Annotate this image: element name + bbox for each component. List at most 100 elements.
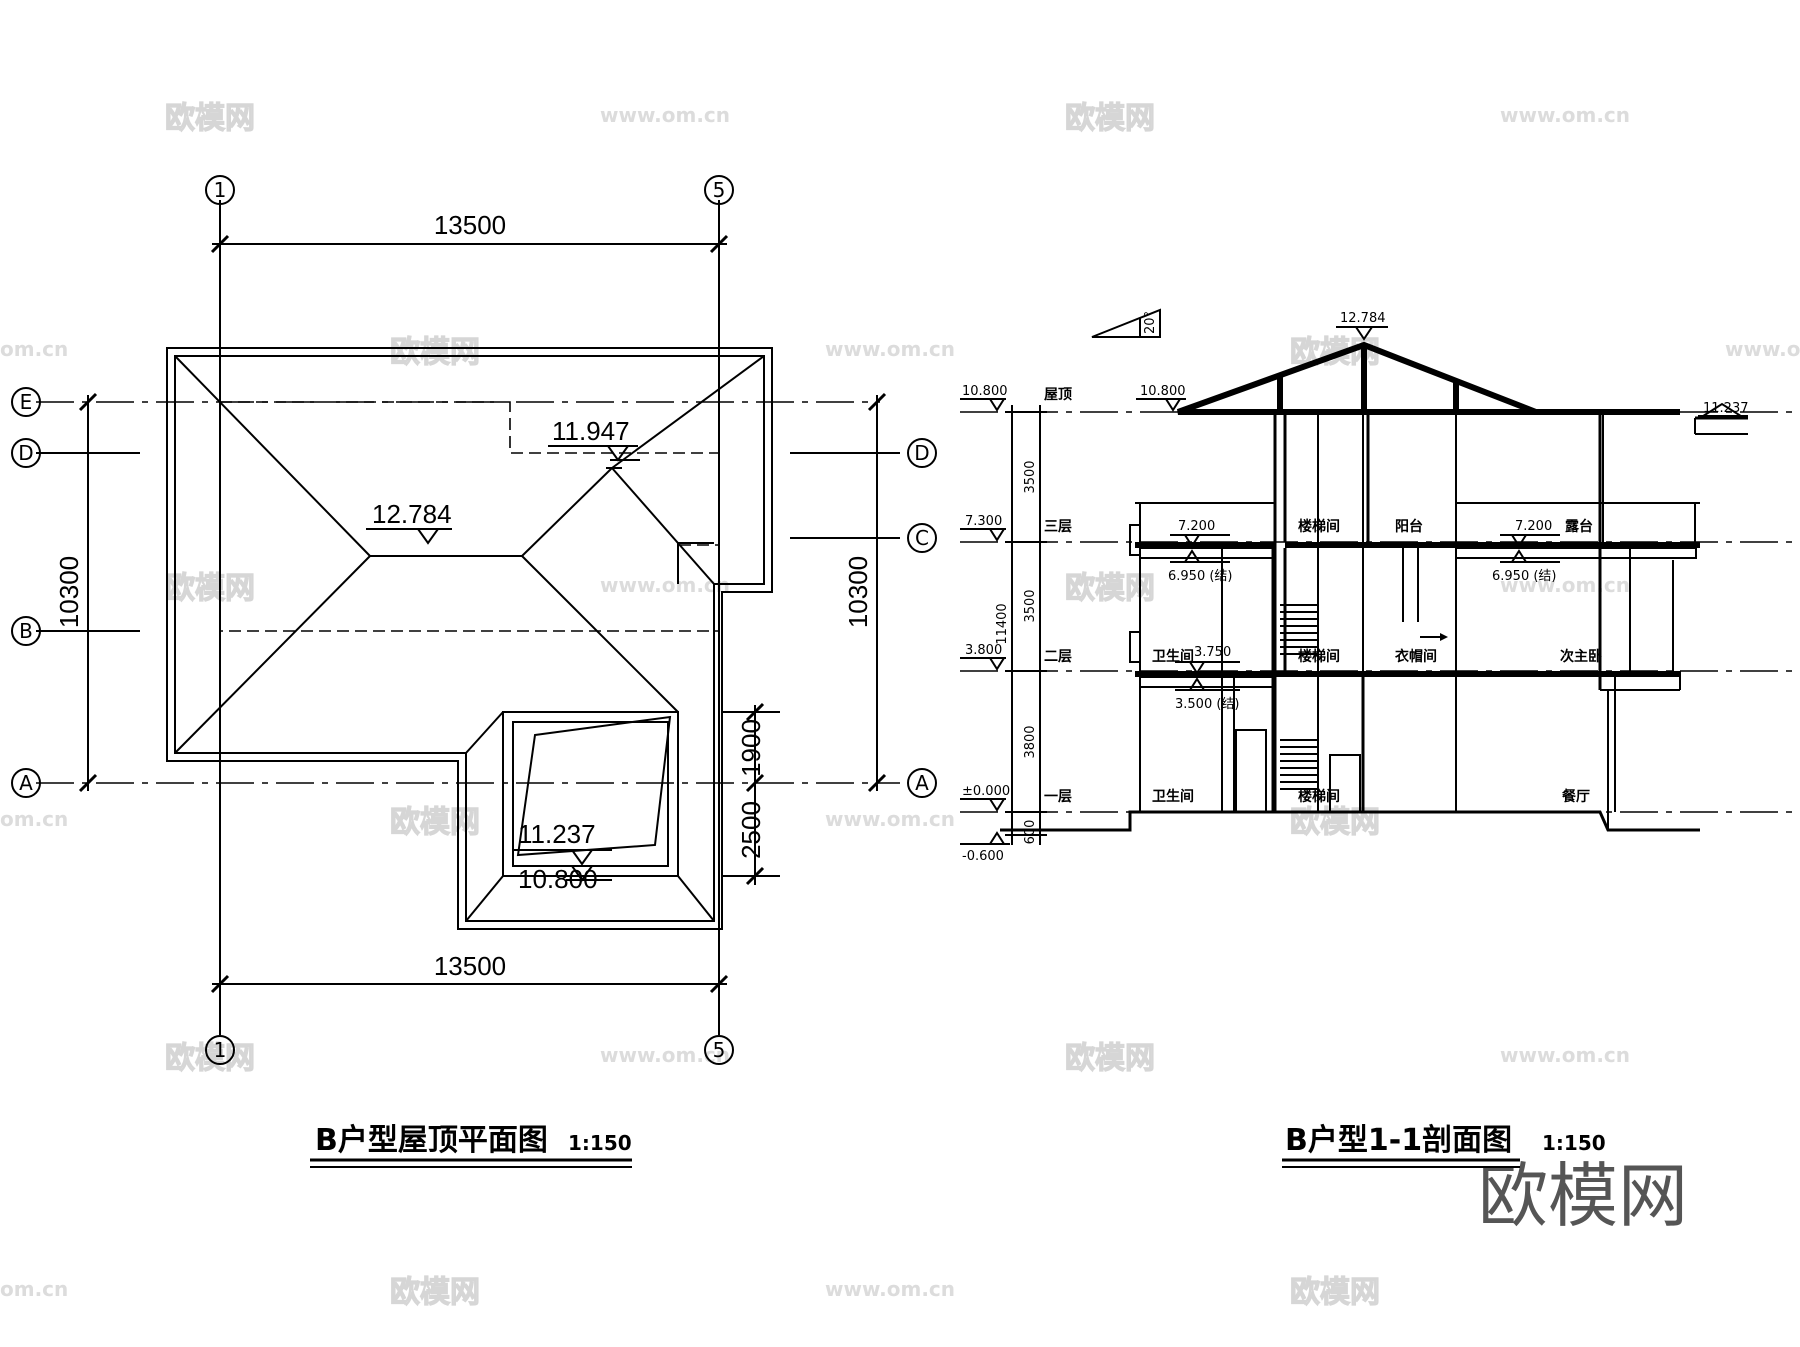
dim-base: 600 xyxy=(1023,820,1038,845)
watermark-logo: 欧模网 xyxy=(390,335,480,370)
axis-bubble-a-left xyxy=(11,768,41,798)
room-stair-2f: 楼梯间 xyxy=(1298,648,1340,665)
slope-angle: 20° xyxy=(1143,311,1158,334)
level-outdoor: -0.600 xyxy=(962,849,1004,864)
axis-label-5-bottom: 5 xyxy=(713,1038,726,1062)
watermark-logo: 欧模网 xyxy=(1290,1275,1380,1310)
dim-bottom: 13500 xyxy=(434,951,506,981)
roof-plan-title-block: B户型屋顶平面图 1:150 xyxy=(310,1123,632,1168)
watermark-url: www.om.cn xyxy=(825,807,955,831)
watermark-logo: 欧模网 xyxy=(1065,571,1155,606)
elevation-lower-roof: 11.237 xyxy=(518,819,596,849)
room-balcony: 阳台 xyxy=(1395,518,1423,535)
level-ridge: 12.784 xyxy=(1340,311,1386,326)
section-title: B户型1-1剖面图 xyxy=(1285,1123,1512,1158)
section-walls xyxy=(1129,412,1700,830)
axis-label-1-top: 1 xyxy=(214,178,227,202)
axis-label-e: E xyxy=(20,390,33,414)
roof-plan-scale: 1:150 xyxy=(568,1131,632,1155)
watermark-layer: 欧模网 欧模网 欧模网 欧模网 欧模网 欧模网 欧模网 欧模网 欧模网 欧模网 … xyxy=(0,100,1800,1310)
watermark-logo: 欧模网 xyxy=(165,101,255,136)
dim-left: 10300 xyxy=(54,556,84,628)
dim-total-height: 11400 xyxy=(995,603,1010,644)
roof-plan-dimensions: 13500 13500 10300 10300 1900 2500 xyxy=(54,210,887,994)
axis-label-a-left: A xyxy=(19,771,33,795)
axis-bubble-b xyxy=(11,616,41,646)
watermark-url: www.om.cn xyxy=(1500,573,1630,597)
room-terrace: 露台 xyxy=(1565,518,1593,535)
dim-lower-floor: 3800 xyxy=(1023,725,1038,758)
watermark-edge: om.cn xyxy=(0,807,68,831)
watermark-edge: om.cn xyxy=(0,337,68,361)
dim-upper-floor: 3500 xyxy=(1023,460,1038,493)
roof-hip-lines xyxy=(174,355,765,754)
room-stair-1f: 楼梯间 xyxy=(1298,788,1340,805)
section-roof: 12.784 10.800 11.237 xyxy=(1136,311,1749,435)
left-level-markers: 10.800 屋顶 7.300 三层 3.800 二层 ±0.000 一层 -0… xyxy=(960,384,1072,864)
floor-label-third: 三层 xyxy=(1044,519,1072,535)
roof-plan-axis-markers: 1 5 1 5 E D B A D C A xyxy=(11,175,937,1065)
axis-label-d-left: D xyxy=(18,441,33,465)
slope-indicator: 20° xyxy=(1091,308,1161,338)
axis-label-c: C xyxy=(915,526,929,550)
stair-upper xyxy=(1280,604,1318,655)
dim-right-upper: 1900 xyxy=(736,719,766,777)
floor-label-first: 一层 xyxy=(1044,789,1072,805)
watermark-logo: 欧模网 xyxy=(1065,101,1155,136)
level-third-slab-right: 7.200 xyxy=(1515,519,1552,534)
axis-bubble-d-left xyxy=(11,438,41,468)
axis-bubble-5-bottom xyxy=(704,1035,734,1065)
axis-label-d-right: D xyxy=(914,441,929,465)
watermark-large-logo: 欧模网 xyxy=(1478,1155,1688,1237)
room-stair-3f: 楼梯间 xyxy=(1298,518,1340,535)
axis-bubble-d-right xyxy=(907,438,937,468)
roof-plan-title: B户型屋顶平面图 xyxy=(315,1123,548,1158)
dim-middle-floor: 3500 xyxy=(1023,589,1038,622)
axis-label-b: B xyxy=(19,619,33,643)
section-view: 20° 3500 3500 11400 3800 600 10.800 xyxy=(960,308,1800,1168)
axis-label-5-top: 5 xyxy=(713,178,726,202)
watermark-url: www.om.cn xyxy=(1725,337,1800,361)
roof-plan: 1 5 1 5 E D B A D C A 1350 xyxy=(11,175,937,1168)
level-third-struct-right: 6.950 (结) xyxy=(1492,569,1557,584)
watermark-logo: 欧模网 xyxy=(1065,1041,1155,1076)
room-cloak: 衣帽间 xyxy=(1395,648,1437,665)
level-eave-left: 10.800 xyxy=(1140,384,1186,399)
level-ground: ±0.000 xyxy=(962,784,1010,799)
watermark-logo: 欧模网 xyxy=(165,571,255,606)
dim-right-lower: 2500 xyxy=(736,801,766,859)
level-third-slab-left: 7.200 xyxy=(1178,519,1215,534)
axis-bubble-c xyxy=(907,523,937,553)
roof-outline xyxy=(166,347,773,930)
room-labels: 楼梯间 阳台 露台 卫生间 楼梯间 衣帽间 次主卧 卫生间 楼梯间 餐厅 xyxy=(1152,518,1602,805)
watermark-url: www.om.cn xyxy=(1500,103,1630,127)
room-bath-1f: 卫生间 xyxy=(1152,788,1194,805)
section-title-block: B户型1-1剖面图 1:150 xyxy=(1282,1123,1606,1168)
watermark-url: www.om.cn xyxy=(600,1043,730,1067)
elevation-ridge-upper: 11.947 xyxy=(552,416,630,446)
level-second-slab: 3.750 xyxy=(1194,645,1231,660)
watermark-url: www.om.cn xyxy=(825,337,955,361)
level-second: 3.800 xyxy=(965,643,1002,658)
watermark-url: www.om.cn xyxy=(600,573,730,597)
axis-bubble-1-bottom xyxy=(205,1035,235,1065)
roof-plan-axis-lines xyxy=(36,200,900,1035)
section-slabs xyxy=(1000,542,1700,832)
level-third-struct-left: 6.950 (结) xyxy=(1168,569,1233,584)
axis-label-a-right: A xyxy=(915,771,929,795)
section-dimensions: 3500 3500 11400 3800 600 xyxy=(995,405,1047,845)
elevation-ridge-main: 12.784 xyxy=(372,499,452,529)
room-dining: 餐厅 xyxy=(1561,788,1590,805)
watermark-edge: om.cn xyxy=(0,1277,68,1301)
interior-level-markers: 7.200 6.950 (结) 7.200 6.950 (结) 3.750 3.… xyxy=(1168,519,1560,712)
axis-bubble-5-top xyxy=(704,175,734,205)
floor-label-roof: 屋顶 xyxy=(1044,387,1072,403)
stair-lower xyxy=(1280,739,1318,790)
roof-plan-elevations: 11.947 12.784 11.237 10.800 xyxy=(366,416,640,894)
watermark-logo: 欧模网 xyxy=(1290,805,1380,840)
room-bath-2f: 卫生间 xyxy=(1152,648,1194,665)
level-third: 7.300 xyxy=(965,514,1002,529)
floor-label-second: 二层 xyxy=(1044,649,1072,665)
axis-bubble-e xyxy=(11,387,41,417)
